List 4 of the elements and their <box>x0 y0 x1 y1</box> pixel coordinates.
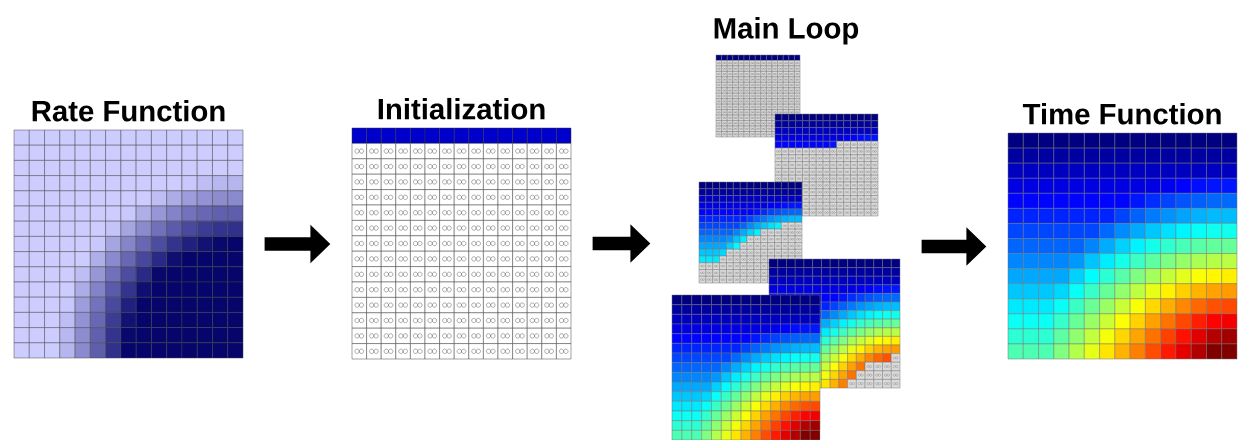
panel-title: Time Function <box>1022 102 1221 125</box>
panel-title: Main Loop <box>714 17 859 45</box>
panel-title: Rate Function <box>32 99 225 122</box>
panel-title: Initialization <box>378 97 545 120</box>
